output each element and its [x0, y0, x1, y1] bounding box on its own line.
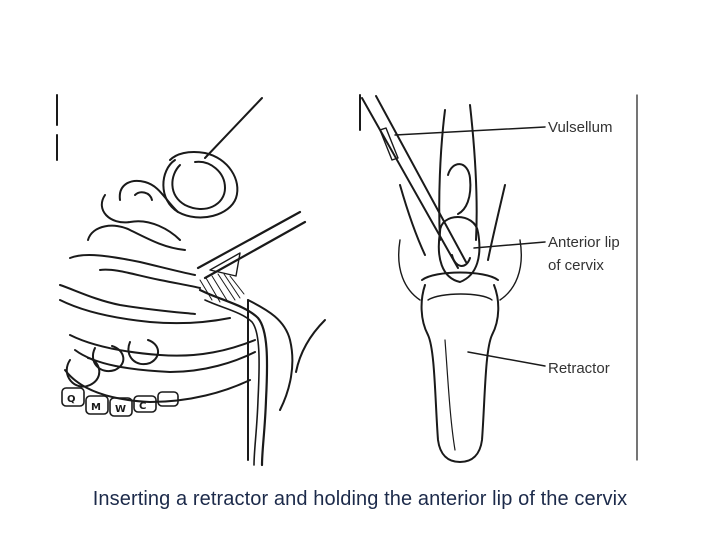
anterior-lip-leader [473, 241, 546, 249]
sagittal-pelvis-view: Q M W C [56, 94, 326, 467]
cervix-procedure-illustration: Q M W C [56, 94, 638, 467]
frontal-view [359, 94, 638, 463]
callout-leaders [394, 126, 546, 367]
vulsellum-label: Vulsellum [548, 119, 612, 136]
spine-glyph-1: Q [67, 394, 76, 405]
anterior-lip-label-line2: of cervix [548, 257, 604, 274]
retractor-label: Retractor [548, 360, 610, 377]
retractor-leader [467, 351, 546, 367]
anterior-lip-label-line1: Anterior lip [548, 234, 620, 251]
spine-segments [61, 387, 179, 417]
spine-glyph-4: C [139, 401, 146, 412]
cervix-hatching [199, 273, 245, 303]
spine-glyph-2: M [91, 402, 101, 413]
spine-segment-glyphs: Q M W C [67, 394, 146, 415]
callout-labels: Vulsellum Anterior lip of cervix Retract… [548, 119, 620, 377]
spine-glyph-3: W [115, 404, 126, 415]
vulsellum-leader [394, 126, 546, 136]
figure-caption: Inserting a retractor and holding the an… [92, 488, 628, 510]
